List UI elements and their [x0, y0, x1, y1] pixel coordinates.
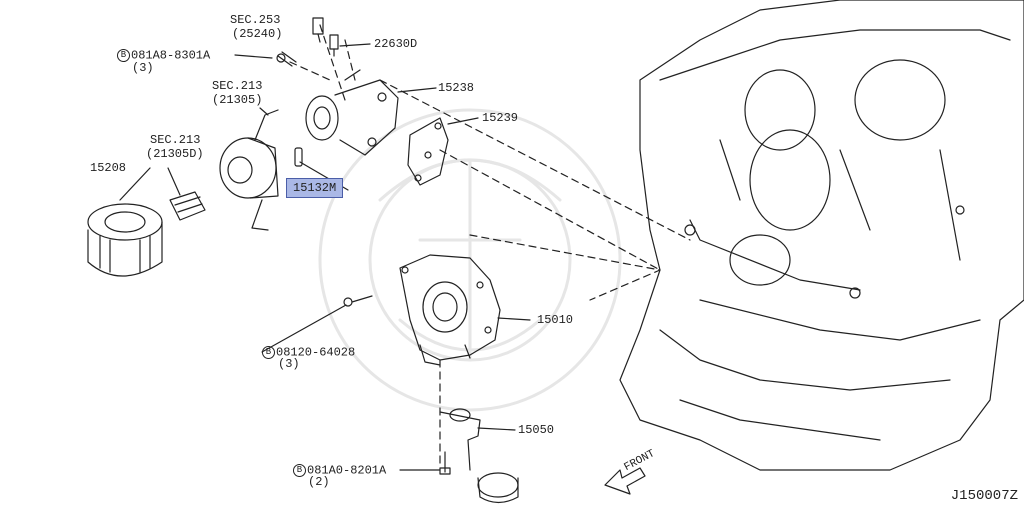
label-15050: 15050 — [518, 423, 555, 437]
oil-strainer — [439, 408, 519, 504]
oil-cooler — [219, 109, 279, 231]
bolt-symbol: B — [117, 49, 130, 62]
label-15239: 15239 — [482, 111, 519, 125]
sensors — [312, 17, 339, 57]
watermark-emblem — [318, 108, 622, 412]
label-21305d: (21305D) — [146, 147, 204, 161]
bolt-081a8 — [276, 51, 297, 67]
oil-filter — [87, 203, 163, 277]
label-25240: (25240) — [232, 27, 283, 41]
bolt-symbol: B — [262, 346, 275, 359]
label-sec253: SEC.253 — [230, 13, 281, 27]
label-081a8-part: 081A8-8301A — [131, 48, 211, 63]
label-sec213-a: SEC.213 — [212, 79, 263, 93]
label-15208: 15208 — [90, 161, 127, 175]
label-15238: 15238 — [438, 81, 475, 95]
dowel-pin — [294, 147, 303, 167]
connector-stud — [169, 191, 206, 221]
oil-filter-bracket — [305, 69, 399, 156]
label-21305: (21305) — [212, 93, 263, 107]
bolt-08120 — [343, 295, 373, 307]
label-08120-qty: (3) — [278, 357, 300, 371]
label-081a0-qty: (2) — [308, 475, 330, 489]
label-15010: 15010 — [537, 313, 574, 327]
diagram-code: J150007Z — [950, 488, 1018, 504]
bolt-081a0 — [439, 451, 451, 475]
label-sec213-b: SEC.213 — [150, 133, 201, 147]
front-arrow — [604, 467, 646, 495]
label-08120-part: 08120-64028 — [276, 345, 356, 360]
label-22630d: 22630D — [374, 37, 418, 51]
label-15132m-highlighted[interactable]: 15132M — [286, 178, 344, 198]
label-081a0-part: 081A0-8201A — [307, 463, 387, 478]
oil-pump — [399, 254, 501, 366]
gasket — [407, 117, 449, 186]
bolt-symbol: B — [293, 464, 306, 477]
label-081a8-qty: (3) — [132, 61, 154, 75]
